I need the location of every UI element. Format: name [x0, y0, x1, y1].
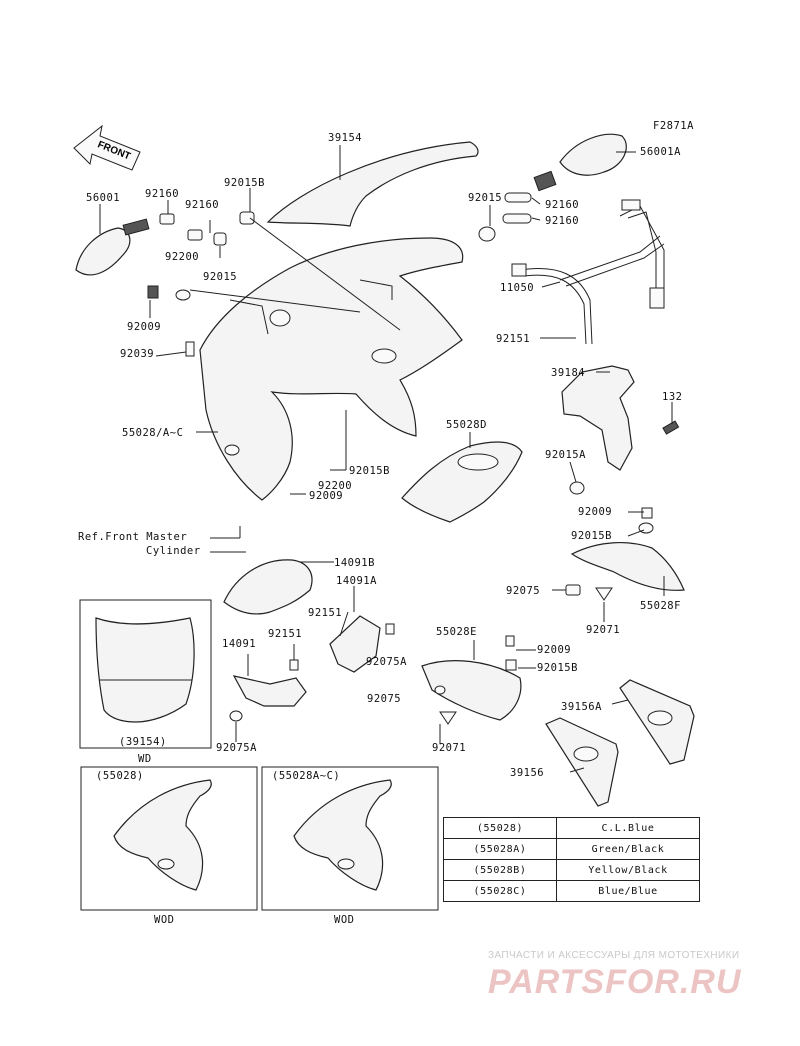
- watermark-brand-logo: PARTSFOR.RU: [488, 963, 742, 1001]
- watermark-tagline: ЗАПЧАСТИ И АКСЕССУАРЫ ДЛЯ МОТОТЕХНИКИ: [488, 950, 740, 961]
- inner-cover-right: [329, 615, 381, 673]
- part-label-92151: 92151: [308, 607, 343, 619]
- inset-label-55028: (55028): [96, 770, 144, 782]
- inset-windscreen: [95, 617, 195, 723]
- table-cell-color: C.L.Blue: [556, 817, 700, 839]
- part-label-11050: 11050: [500, 282, 535, 294]
- part-label-39184: 39184: [551, 367, 586, 379]
- side-cover-lower: [570, 542, 685, 591]
- ref-label-line1: Ref.Front Master: [78, 531, 188, 543]
- part-label-92015: 92015: [203, 271, 238, 283]
- inset-label-55028A-C: (55028A~C): [272, 770, 341, 782]
- part-label-14091: 14091: [222, 638, 257, 650]
- hardware-small-parts: [147, 192, 532, 357]
- part-label-92009: 92009: [309, 490, 344, 502]
- table-row: (55028) C.L.Blue: [443, 817, 700, 839]
- table-cell-color: Yellow/Black: [556, 859, 700, 881]
- part-label-92015B: 92015B: [224, 177, 265, 189]
- part-label-92015B: 92015B: [349, 465, 390, 477]
- table-cell-color: Blue/Blue: [556, 880, 700, 902]
- front-arrow-icon: [73, 124, 141, 171]
- windscreen: [266, 141, 479, 227]
- part-label-92075A: 92075A: [216, 742, 257, 754]
- table-cell-code: (55028): [443, 817, 557, 839]
- part-label-92075A: 92075A: [366, 656, 407, 668]
- inset-variant-wd: WD: [138, 753, 152, 765]
- part-label-92160: 92160: [185, 199, 220, 211]
- fairing-hole-left: [269, 309, 291, 327]
- part-label-132: 132: [662, 391, 683, 403]
- part-label-92075: 92075: [506, 585, 541, 597]
- inner-cover-left: [232, 675, 307, 707]
- part-label-92160: 92160: [545, 215, 580, 227]
- leader-lines: [99, 145, 673, 773]
- table-row: (55028A) Green/Black: [443, 838, 700, 860]
- inset-variant-wod: WOD: [334, 914, 355, 926]
- emblem-39156: [545, 717, 619, 807]
- part-label-92200: 92200: [165, 251, 200, 263]
- table-row: (55028C) Blue/Blue: [443, 880, 700, 902]
- table-cell-code: (55028B): [443, 859, 557, 881]
- inset-label-39154: (39154): [119, 736, 167, 748]
- part-label-55028D: 55028D: [446, 419, 487, 431]
- inset-variant-wod: WOD: [154, 914, 175, 926]
- part-label-39154: 39154: [328, 132, 363, 144]
- part-label-56001: 56001: [86, 192, 121, 204]
- part-label-92015B: 92015B: [571, 530, 612, 542]
- part-label-55028F: 55028F: [640, 600, 681, 612]
- part-label-92009: 92009: [127, 321, 162, 333]
- part-label-92071: 92071: [586, 624, 621, 636]
- part-label-92009: 92009: [578, 506, 613, 518]
- table-row: (55028B) Yellow/Black: [443, 859, 700, 881]
- cowling-stay-bracket: [511, 199, 665, 345]
- part-label-92160: 92160: [145, 188, 180, 200]
- part-label-92015A: 92015A: [545, 449, 586, 461]
- inset-fairing-55028: [113, 779, 212, 891]
- part-label-92151: 92151: [268, 628, 303, 640]
- inner-panel-duct: [457, 453, 499, 471]
- part-label-14091A: 14091A: [336, 575, 377, 587]
- table-cell-color: Green/Black: [556, 838, 700, 860]
- part-label-92009: 92009: [537, 644, 572, 656]
- part-label-92160: 92160: [545, 199, 580, 211]
- mirror-left: [75, 218, 150, 276]
- inner-cover-center: [223, 559, 313, 615]
- part-label-14091B: 14091B: [334, 557, 375, 569]
- ref-label-line2: Cylinder: [146, 545, 201, 557]
- color-code-table: (55028) C.L.Blue (55028A) Green/Black (5…: [443, 817, 700, 902]
- table-cell-code: (55028A): [443, 838, 557, 860]
- part-label-56001A: 56001A: [640, 146, 681, 158]
- part-label-92075: 92075: [367, 693, 402, 705]
- table-cell-code: (55028C): [443, 880, 557, 902]
- part-label-92039: 92039: [120, 348, 155, 360]
- part-label-92151: 92151: [496, 333, 531, 345]
- part-label-92200: 92200: [318, 480, 353, 492]
- inner-panel-right: [401, 441, 523, 523]
- part-label-92071: 92071: [432, 742, 467, 754]
- part-label-55028E: 55028E: [436, 626, 477, 638]
- upper-fairing: [199, 237, 464, 501]
- part-label-39156A: 39156A: [561, 701, 602, 713]
- inset-fairing-55028AC: [293, 779, 392, 891]
- meter-stay-bracket: [561, 365, 635, 471]
- side-cover-panel: [421, 660, 522, 721]
- part-label-39156: 39156: [510, 767, 545, 779]
- part-label-92015B: 92015B: [537, 662, 578, 674]
- fairing-side-vent: [224, 444, 240, 456]
- part-label-55028-A-C: 55028/A~C: [122, 427, 184, 439]
- part-label-92015: 92015: [468, 192, 503, 204]
- diagram-id: F2871A: [653, 120, 694, 132]
- fairing-hole-right: [371, 348, 397, 364]
- mirror-right: [533, 133, 627, 192]
